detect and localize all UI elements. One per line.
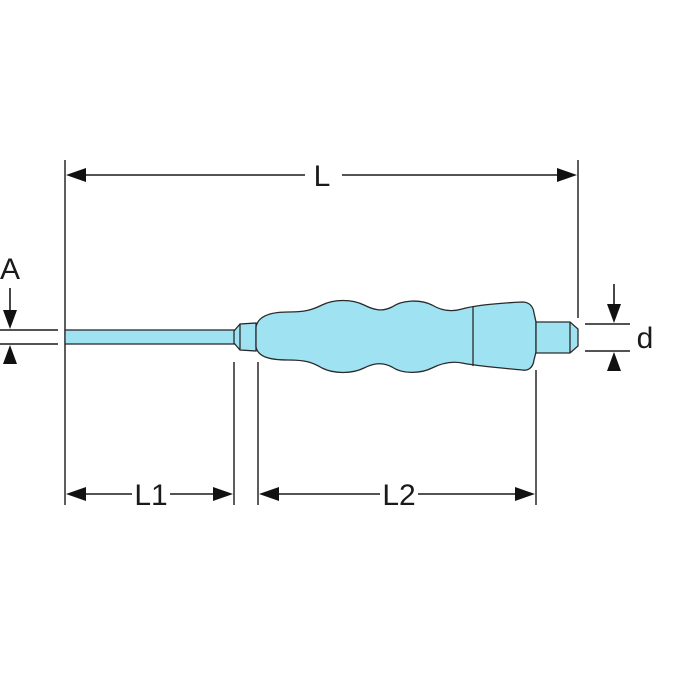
arrow-head-right [213,487,233,501]
arrow-head-up [607,352,621,371]
arrow-head-right [515,487,535,501]
dimension-end-diameter: d [585,284,653,371]
dimension-blade-length: L1 [66,479,233,512]
tool-end-cap [535,321,579,354]
arrow-head-right [557,168,577,182]
arrow-head-down [3,310,17,329]
tool-illustration [64,299,579,374]
tool-handle [255,299,537,374]
dimension-label-d: d [637,322,654,355]
arrow-head-left [259,487,279,501]
dimension-handle-length: L2 [259,479,535,512]
arrow-head-down [607,304,621,323]
arrow-head-up [3,345,17,364]
dimension-tip-width: A [0,253,58,364]
arrow-head-left [66,487,86,501]
arrow-head-left [66,168,86,182]
dimension-label-L2: L2 [382,479,415,512]
tool-blade [64,329,236,345]
dimension-label-A: A [0,253,20,286]
dimension-label-L: L [314,160,331,193]
dimension-label-L1: L1 [134,479,167,512]
dimension-overall-length: L [66,160,577,193]
tool-ferrule [233,322,257,352]
